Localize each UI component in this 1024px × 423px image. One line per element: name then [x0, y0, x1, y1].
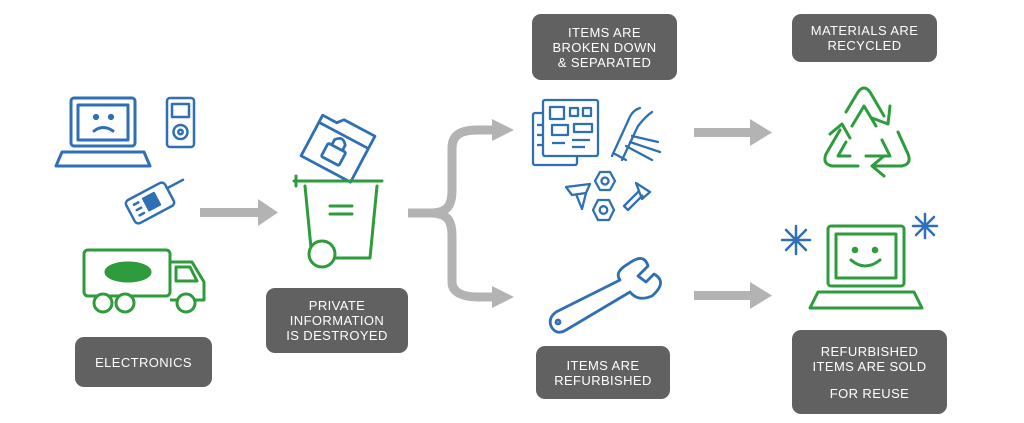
cellphone-icon — [124, 178, 185, 225]
laptop-happy-icon — [808, 224, 924, 310]
sold-label: REFURBISHED ITEMS ARE SOLD FOR REUSE — [792, 330, 947, 414]
wires-icon — [610, 106, 662, 162]
sparkle-icon — [911, 212, 939, 240]
nut-icon — [591, 198, 616, 222]
arrow-to-recycle — [694, 119, 772, 146]
lock-folder-icon — [299, 113, 377, 184]
electronics-label: ELECTRONICS — [75, 337, 212, 387]
broken-down-label-line: & SEPARATED — [557, 54, 652, 70]
recycle-icon — [823, 86, 911, 178]
truck-icon — [82, 248, 206, 314]
broken-down-label-line: BROKEN DOWN — [552, 39, 657, 55]
destroyed-label: PRIVATE INFORMATION IS DESTROYED — [266, 288, 408, 353]
sold-label-line: ITEMS ARE SOLD — [812, 358, 927, 374]
recycled-label: MATERIALS ARE RECYCLED — [792, 14, 937, 62]
wrench-icon — [548, 257, 662, 334]
destroyed-label-line: INFORMATION — [289, 313, 385, 328]
sold-label-extra: FOR REUSE — [829, 385, 910, 401]
arrow-to-destroy — [200, 199, 278, 226]
refurbished-label-line: REFURBISHED — [554, 372, 652, 388]
broken-down-label: ITEMS ARE BROKEN DOWN & SEPARATED — [532, 14, 677, 80]
nut-icon — [593, 170, 617, 192]
sparkle-icon — [780, 224, 812, 256]
screw-icon — [564, 182, 592, 211]
broken-down-label-line: ITEMS ARE — [568, 24, 641, 40]
refurbished-label: ITEMS ARE REFURBISHED — [536, 346, 670, 399]
screw-icon — [622, 181, 652, 212]
trash-bin-icon — [292, 174, 384, 269]
electronics-label-line: ELECTRONICS — [95, 354, 192, 370]
circuit-board-icon — [531, 98, 600, 167]
arrow-split — [408, 119, 514, 308]
mp3-player-icon — [165, 96, 196, 149]
arrow-to-reuse — [694, 282, 772, 309]
sold-label-line: REFURBISHED — [820, 343, 919, 359]
laptop-sad-icon — [54, 96, 152, 168]
refurbished-label-line: ITEMS ARE — [566, 357, 640, 373]
recycled-label-line: MATERIALS ARE — [810, 23, 919, 38]
recycled-label-line: RECYCLED — [827, 38, 902, 53]
destroyed-label-line: PRIVATE — [308, 298, 366, 313]
destroyed-label-line: IS DESTROYED — [286, 328, 388, 343]
